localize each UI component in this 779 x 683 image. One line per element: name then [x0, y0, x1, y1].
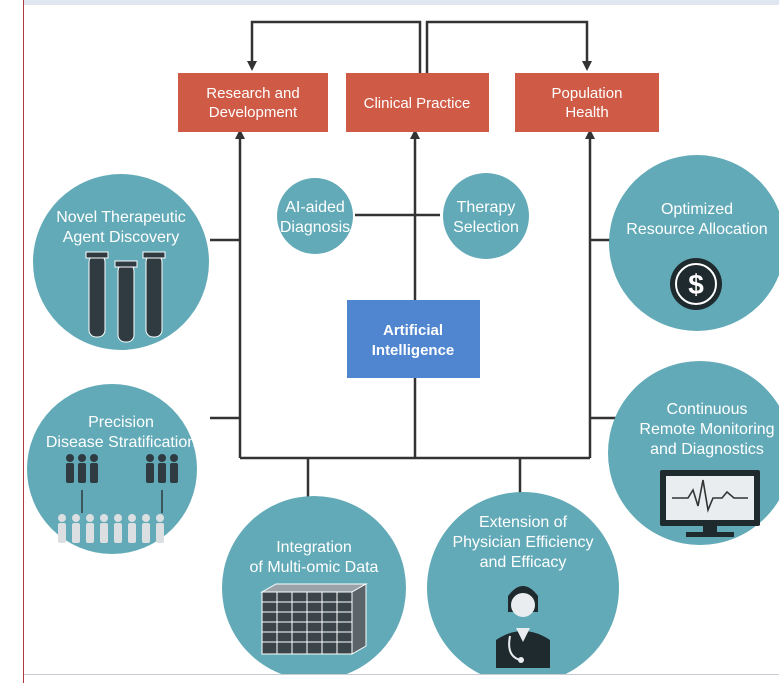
precision-line2: Disease Stratification: [46, 434, 196, 451]
outcome-population-line2: Health: [565, 104, 608, 121]
physician-line1: Extension of: [479, 514, 568, 531]
app-resource: Optimized Resource Allocation $: [609, 155, 779, 331]
outcome-clinical: Clinical Practice: [346, 73, 489, 132]
data-grid-icon: [260, 583, 368, 655]
frame-left-border: [0, 0, 24, 683]
outcome-population: Population Health: [515, 73, 659, 132]
arrow-to-research: [247, 20, 422, 96]
monitoring-line1: Continuous: [667, 401, 748, 418]
multiomic-line2: of Multi-omic Data: [250, 559, 379, 576]
outcome-population-box: [515, 73, 659, 132]
ai-node: Artificial Intelligence: [347, 300, 480, 378]
people-groups-icon: [58, 454, 178, 543]
frame-top-band: [0, 0, 779, 5]
resource-line2: Resource Allocation: [626, 221, 767, 238]
monitoring-line2: Remote Monitoring: [639, 421, 774, 438]
diagnosis-line1: AI-aided: [285, 199, 345, 216]
arrow-to-population: [425, 20, 592, 96]
monitoring-line3: and Diagnostics: [650, 441, 764, 458]
physician-line3: and Efficacy: [480, 554, 567, 571]
novel-line1: Novel Therapeutic: [56, 209, 186, 226]
app-multiomic: Integration of Multi-omic Data: [222, 496, 406, 680]
ai-line2: Intelligence: [372, 342, 455, 359]
ai-line1: Artificial: [383, 322, 443, 339]
dollar-coin-icon: $: [670, 258, 722, 310]
precision-line1: Precision: [88, 414, 154, 431]
frame-bottom-rule: [24, 674, 779, 683]
circle-therapy: Therapy Selection: [443, 173, 529, 259]
app-novel-therapeutic: Novel Therapeutic Agent Discovery: [33, 174, 209, 350]
therapy-line1: Therapy: [457, 199, 516, 216]
app-precision: Precision Disease Stratification: [27, 384, 197, 554]
therapy-circle: [443, 173, 529, 259]
precision-circle: [27, 384, 197, 554]
outcome-clinical-line1: Clinical Practice: [364, 95, 471, 112]
monitor-heartbeat-icon: [660, 470, 760, 537]
resource-line1: Optimized: [661, 201, 733, 218]
outcome-population-line1: Population: [552, 85, 623, 102]
novel-line2: Agent Discovery: [63, 229, 180, 246]
outcome-research: Research and Development: [178, 73, 328, 132]
physician-line2: Physician Efficiency: [452, 534, 593, 551]
svg-text:$: $: [688, 269, 704, 300]
multiomic-line1: Integration: [276, 539, 352, 556]
therapy-line2: Selection: [453, 219, 519, 236]
app-physician: Extension of Physician Efficiency and Ef…: [427, 492, 619, 683]
test-tubes-icon: [85, 251, 166, 343]
outcome-clinical-box: [346, 73, 489, 132]
diagnosis-circle: [277, 178, 353, 254]
ai-box: [347, 300, 480, 378]
doctor-icon: [496, 586, 550, 668]
outcome-research-line2: Development: [209, 104, 298, 121]
outcome-research-line1: Research and: [206, 85, 299, 102]
outcome-research-box: [178, 73, 328, 132]
app-monitoring: Continuous Remote Monitoring and Diagnos…: [608, 361, 779, 545]
resource-circle: [609, 155, 779, 331]
circle-diagnosis: AI-aided Diagnosis: [277, 178, 353, 254]
diagnosis-line2: Diagnosis: [280, 219, 350, 236]
